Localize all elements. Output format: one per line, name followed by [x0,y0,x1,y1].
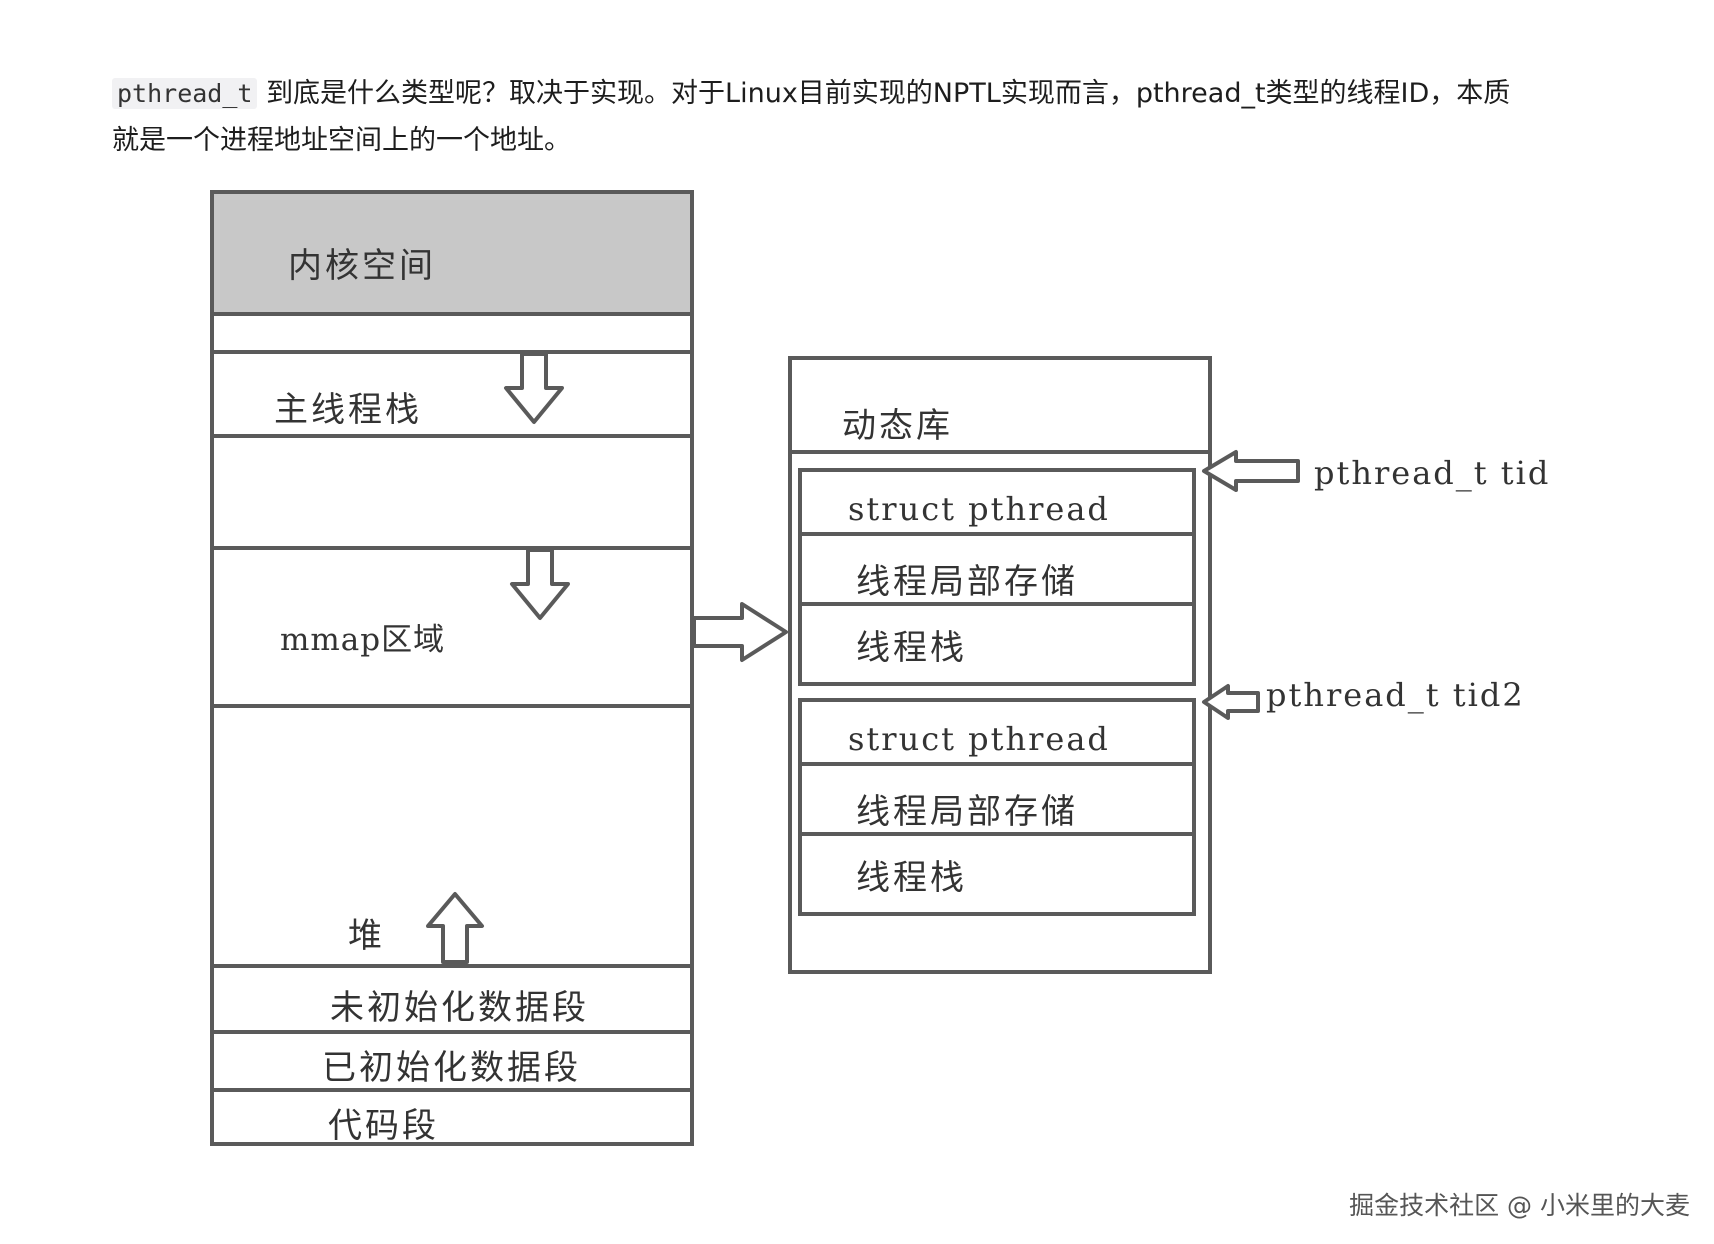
divider [210,964,694,968]
thread-stack-label: 线程栈 [856,858,967,898]
watermark: 掘金技术社区 @ 小米里的大麦 [1349,1191,1690,1220]
divider [798,832,1196,836]
tls-label: 线程局部存储 [856,562,1078,602]
main-thread-stack-label: 主线程栈 [274,390,422,430]
thread-stack-label: 线程栈 [856,628,967,668]
thread-block-1 [798,468,1196,686]
tid2-label: pthread_t tid2 [1266,676,1525,714]
thread-block-2 [798,698,1196,916]
bss-segment-label: 未初始化数据段 [330,988,589,1028]
tid2-pointer-arrow-icon [1202,684,1260,720]
tid-pointer-arrow-icon [1202,450,1300,492]
stack-grow-down-arrow-icon [504,352,564,424]
text-segment-label: 代码段 [328,1106,439,1146]
heap-grow-up-arrow-icon [426,892,484,964]
tid-label: pthread_t tid [1314,454,1551,492]
mmap-grow-down-arrow-icon [510,548,570,620]
inline-code: pthread_t [112,78,258,109]
mmap-to-library-arrow-icon [692,602,788,662]
divider [210,434,694,438]
divider [210,1030,694,1034]
divider [210,350,694,354]
tls-label: 线程局部存储 [856,792,1078,832]
divider [210,312,694,316]
divider [798,762,1196,766]
struct-pthread-label: struct pthread [848,490,1110,528]
kernel-space-label: 内核空间 [288,246,436,286]
kernel-space-region [214,194,690,312]
dynamic-library-label: 动态库 [842,406,953,446]
divider [210,546,694,550]
struct-pthread-label: struct pthread [848,720,1110,758]
heap-label: 堆 [348,916,385,956]
divider [788,450,1212,454]
intro-line-1: pthread_t 到底是什么类型呢？取决于实现。对于Linux目前实现的NPT… [112,70,1592,117]
intro-text-1: 到底是什么类型呢？取决于实现。对于Linux目前实现的NPTL实现而言，pthr… [266,78,1511,109]
intro-paragraph: pthread_t 到底是什么类型呢？取决于实现。对于Linux目前实现的NPT… [112,70,1592,164]
address-space-box [210,190,694,1146]
data-segment-label: 已初始化数据段 [322,1048,581,1088]
divider [210,1088,694,1092]
divider [210,704,694,708]
divider [798,532,1196,536]
divider [798,602,1196,606]
mmap-region-label: mmap区域 [280,622,446,658]
intro-line-2: 就是一个进程地址空间上的一个地址。 [112,125,571,156]
